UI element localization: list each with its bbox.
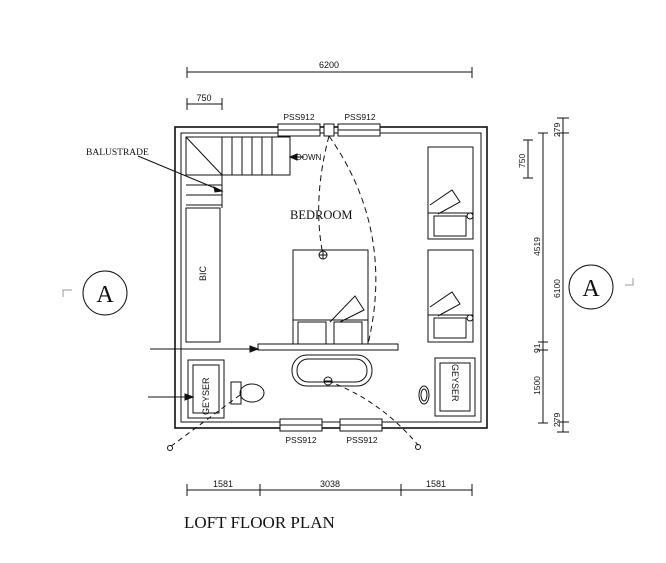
door-swing-line (318, 135, 330, 256)
bottom-right-dim: 1581 (426, 479, 446, 489)
stair-dimension-line (186, 98, 223, 110)
bottom-left-dim: 1581 (213, 479, 233, 489)
section-cut-dot-left (167, 445, 173, 451)
basin (418, 385, 430, 405)
right-small2-dim: 91 (532, 343, 542, 353)
plan-title: LOFT FLOOR PLAN (184, 513, 335, 532)
stair-width-label: 750 (196, 93, 211, 103)
bedroom-label: BEDROOM (290, 208, 353, 222)
window-top-right (337, 123, 381, 137)
window-label-top-right: PSS912 (344, 112, 375, 122)
window-top-left (277, 123, 321, 137)
door-swing-arc (328, 135, 377, 345)
section-marker-left-letter: A (96, 282, 114, 308)
toilet (230, 381, 265, 405)
geyser-right-label: GEYSER (450, 364, 460, 402)
balustrade-arrowhead (213, 186, 224, 193)
balustrade-leader (137, 155, 223, 192)
section-cut-dot-right (415, 444, 421, 450)
geyser-left (187, 359, 225, 419)
down-arrowhead (288, 153, 298, 161)
double-bed (292, 249, 369, 345)
window-label-bottom-left: PSS912 (285, 435, 316, 445)
built-in-cupboard (185, 207, 221, 343)
staircase (185, 136, 291, 208)
geyser-left-label: GEYSER (201, 377, 211, 415)
single-bed-top (427, 146, 474, 240)
bottom-mid-dim: 3038 (320, 479, 340, 489)
right-dimension-line-small (523, 139, 533, 179)
bathtub (291, 354, 373, 387)
window-bottom-right (339, 418, 383, 432)
right-overall-dim: 6100 (552, 279, 562, 298)
right-mid-dim: 4519 (532, 237, 542, 256)
bathroom-partition (150, 343, 399, 353)
balustrade-label: BALUSTRADE (86, 148, 149, 158)
right-small-dim: 750 (517, 154, 527, 168)
top-dimension-line (186, 67, 473, 78)
section-marker-right-letter: A (582, 276, 600, 302)
door-head (323, 123, 335, 137)
right-top-wall-dim: 279 (552, 123, 562, 137)
window-bottom-left (279, 418, 323, 432)
section-marker-left (82, 270, 128, 316)
right-dimension-line-inner (538, 132, 548, 424)
section-tick-right (625, 278, 634, 286)
bic-label: BIC (198, 265, 208, 281)
right-bottom-wall-dim: 279 (552, 413, 562, 427)
down-label: DOWN (296, 153, 322, 162)
right-lower-dim: 1500 (532, 376, 542, 395)
geyser-arrowhead (184, 393, 195, 401)
single-bed-bottom (427, 249, 474, 343)
overall-width-label: 6200 (319, 60, 339, 70)
window-label-bottom-right: PSS912 (346, 435, 377, 445)
section-tick-left (62, 289, 72, 297)
section-cut-left (169, 394, 241, 448)
section-cut-right (327, 380, 419, 446)
right-dimension-line-overall (557, 117, 569, 433)
section-marker-right (568, 264, 614, 310)
geyser-right (434, 357, 476, 417)
window-label-top-left: PSS912 (283, 112, 314, 122)
bottom-dimension-line (186, 484, 473, 496)
